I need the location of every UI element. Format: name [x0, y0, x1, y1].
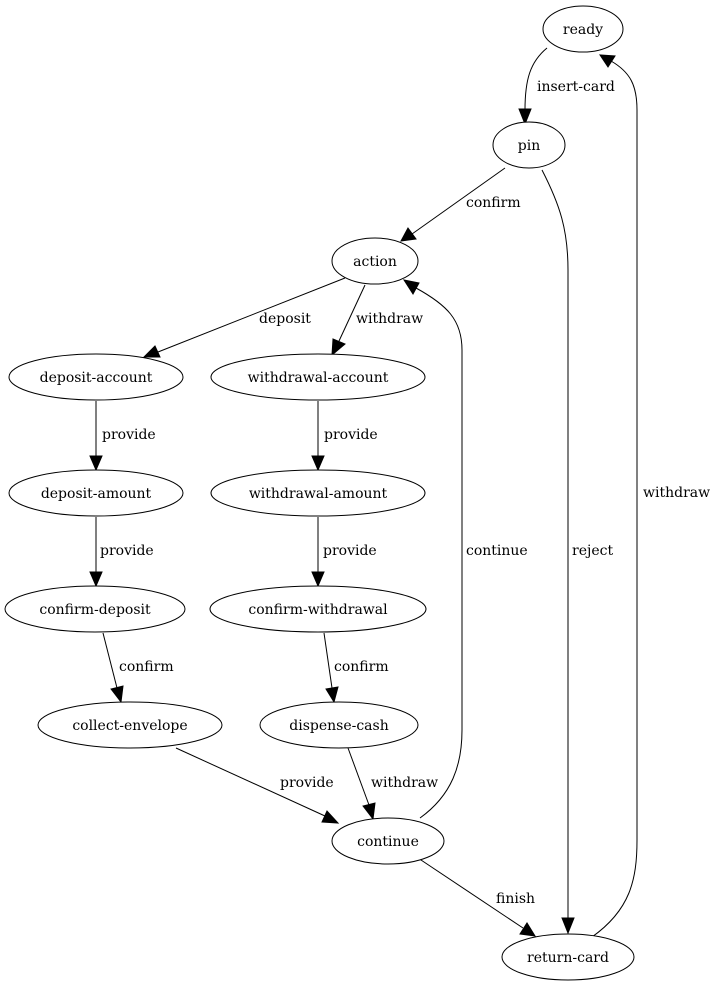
node-label-confirm-withdrawal: confirm-withdrawal — [248, 602, 388, 618]
node-label-confirm-deposit: confirm-deposit — [39, 602, 151, 618]
edge-label-provide-4: provide — [323, 543, 377, 559]
node-deposit-amount: deposit-amount — [8, 469, 184, 517]
edge-label-insert-card: insert-card — [537, 79, 615, 95]
edge-collect-continue: provide — [175, 747, 340, 824]
edge-label-withdraw-2: withdraw — [371, 775, 438, 791]
edge-pin-action: confirm — [400, 167, 521, 242]
edge-deposit-amount-confirm: provide — [89, 517, 154, 588]
edge-label-withdraw: withdraw — [356, 311, 423, 327]
node-label-dispense-cash: dispense-cash — [289, 718, 388, 734]
edge-action-withdrawal-account: withdraw — [331, 284, 423, 357]
node-deposit-account: deposit-account — [8, 353, 184, 401]
edge-withdrawal-amount-confirm: provide — [311, 517, 377, 588]
node-confirm-deposit: confirm-deposit — [4, 585, 186, 633]
node-withdrawal-account: withdrawal-account — [210, 353, 426, 401]
node-collect-envelope: collect-envelope — [37, 701, 223, 749]
node-confirm-withdrawal: confirm-withdrawal — [209, 585, 427, 633]
edge-label-confirm-1: confirm — [119, 659, 174, 675]
node-label-withdrawal-amount: withdrawal-amount — [249, 486, 388, 502]
edge-action-deposit-account: deposit — [142, 277, 346, 358]
edge-label-confirm: confirm — [466, 195, 521, 211]
node-action: action — [331, 237, 419, 285]
edge-label-provide-3: provide — [100, 543, 154, 559]
edge-dispense-continue: withdraw — [347, 747, 438, 821]
edge-continue-action: continue — [402, 279, 528, 819]
edge-confirm-deposit-collect: confirm — [102, 632, 174, 704]
node-label-withdrawal-account: withdrawal-account — [248, 370, 389, 386]
edge-label-provide-2: provide — [324, 427, 378, 443]
edge-label-deposit: deposit — [259, 311, 311, 327]
edge-deposit-account-amount: provide — [89, 401, 156, 472]
edge-label-provide-1: provide — [102, 427, 156, 443]
node-label-pin: pin — [518, 138, 540, 154]
edge-continue-return-card: finish — [417, 857, 536, 937]
node-return-card: return-card — [501, 933, 635, 981]
node-label-ready: ready — [563, 22, 603, 38]
edge-ready-pin: insert-card — [518, 47, 615, 126]
edge-label-finish: finish — [496, 891, 535, 907]
edge-return-card-ready: withdraw — [591, 54, 710, 938]
node-label-deposit-account: deposit-account — [40, 370, 153, 386]
node-label-deposit-amount: deposit-amount — [41, 486, 152, 502]
edge-label-confirm-2: confirm — [334, 659, 389, 675]
edge-pin-return-card: reject — [541, 169, 613, 935]
edge-label-withdraw-3: withdraw — [643, 485, 710, 501]
node-label-return-card: return-card — [527, 950, 609, 966]
node-pin: pin — [492, 121, 566, 169]
node-withdrawal-amount: withdrawal-amount — [210, 469, 426, 517]
node-dispense-cash: dispense-cash — [259, 701, 419, 749]
node-label-action: action — [353, 254, 397, 270]
edge-withdrawal-account-amount: provide — [311, 401, 378, 472]
edge-label-provide-5: provide — [280, 775, 334, 791]
node-continue: continue — [331, 817, 445, 865]
node-label-continue: continue — [357, 834, 419, 850]
node-label-collect-envelope: collect-envelope — [72, 718, 187, 734]
edge-label-continue: continue — [466, 543, 528, 559]
node-ready: ready — [542, 5, 624, 53]
edge-label-reject: reject — [572, 543, 613, 559]
edge-confirm-withdrawal-dispense: confirm — [323, 632, 389, 704]
